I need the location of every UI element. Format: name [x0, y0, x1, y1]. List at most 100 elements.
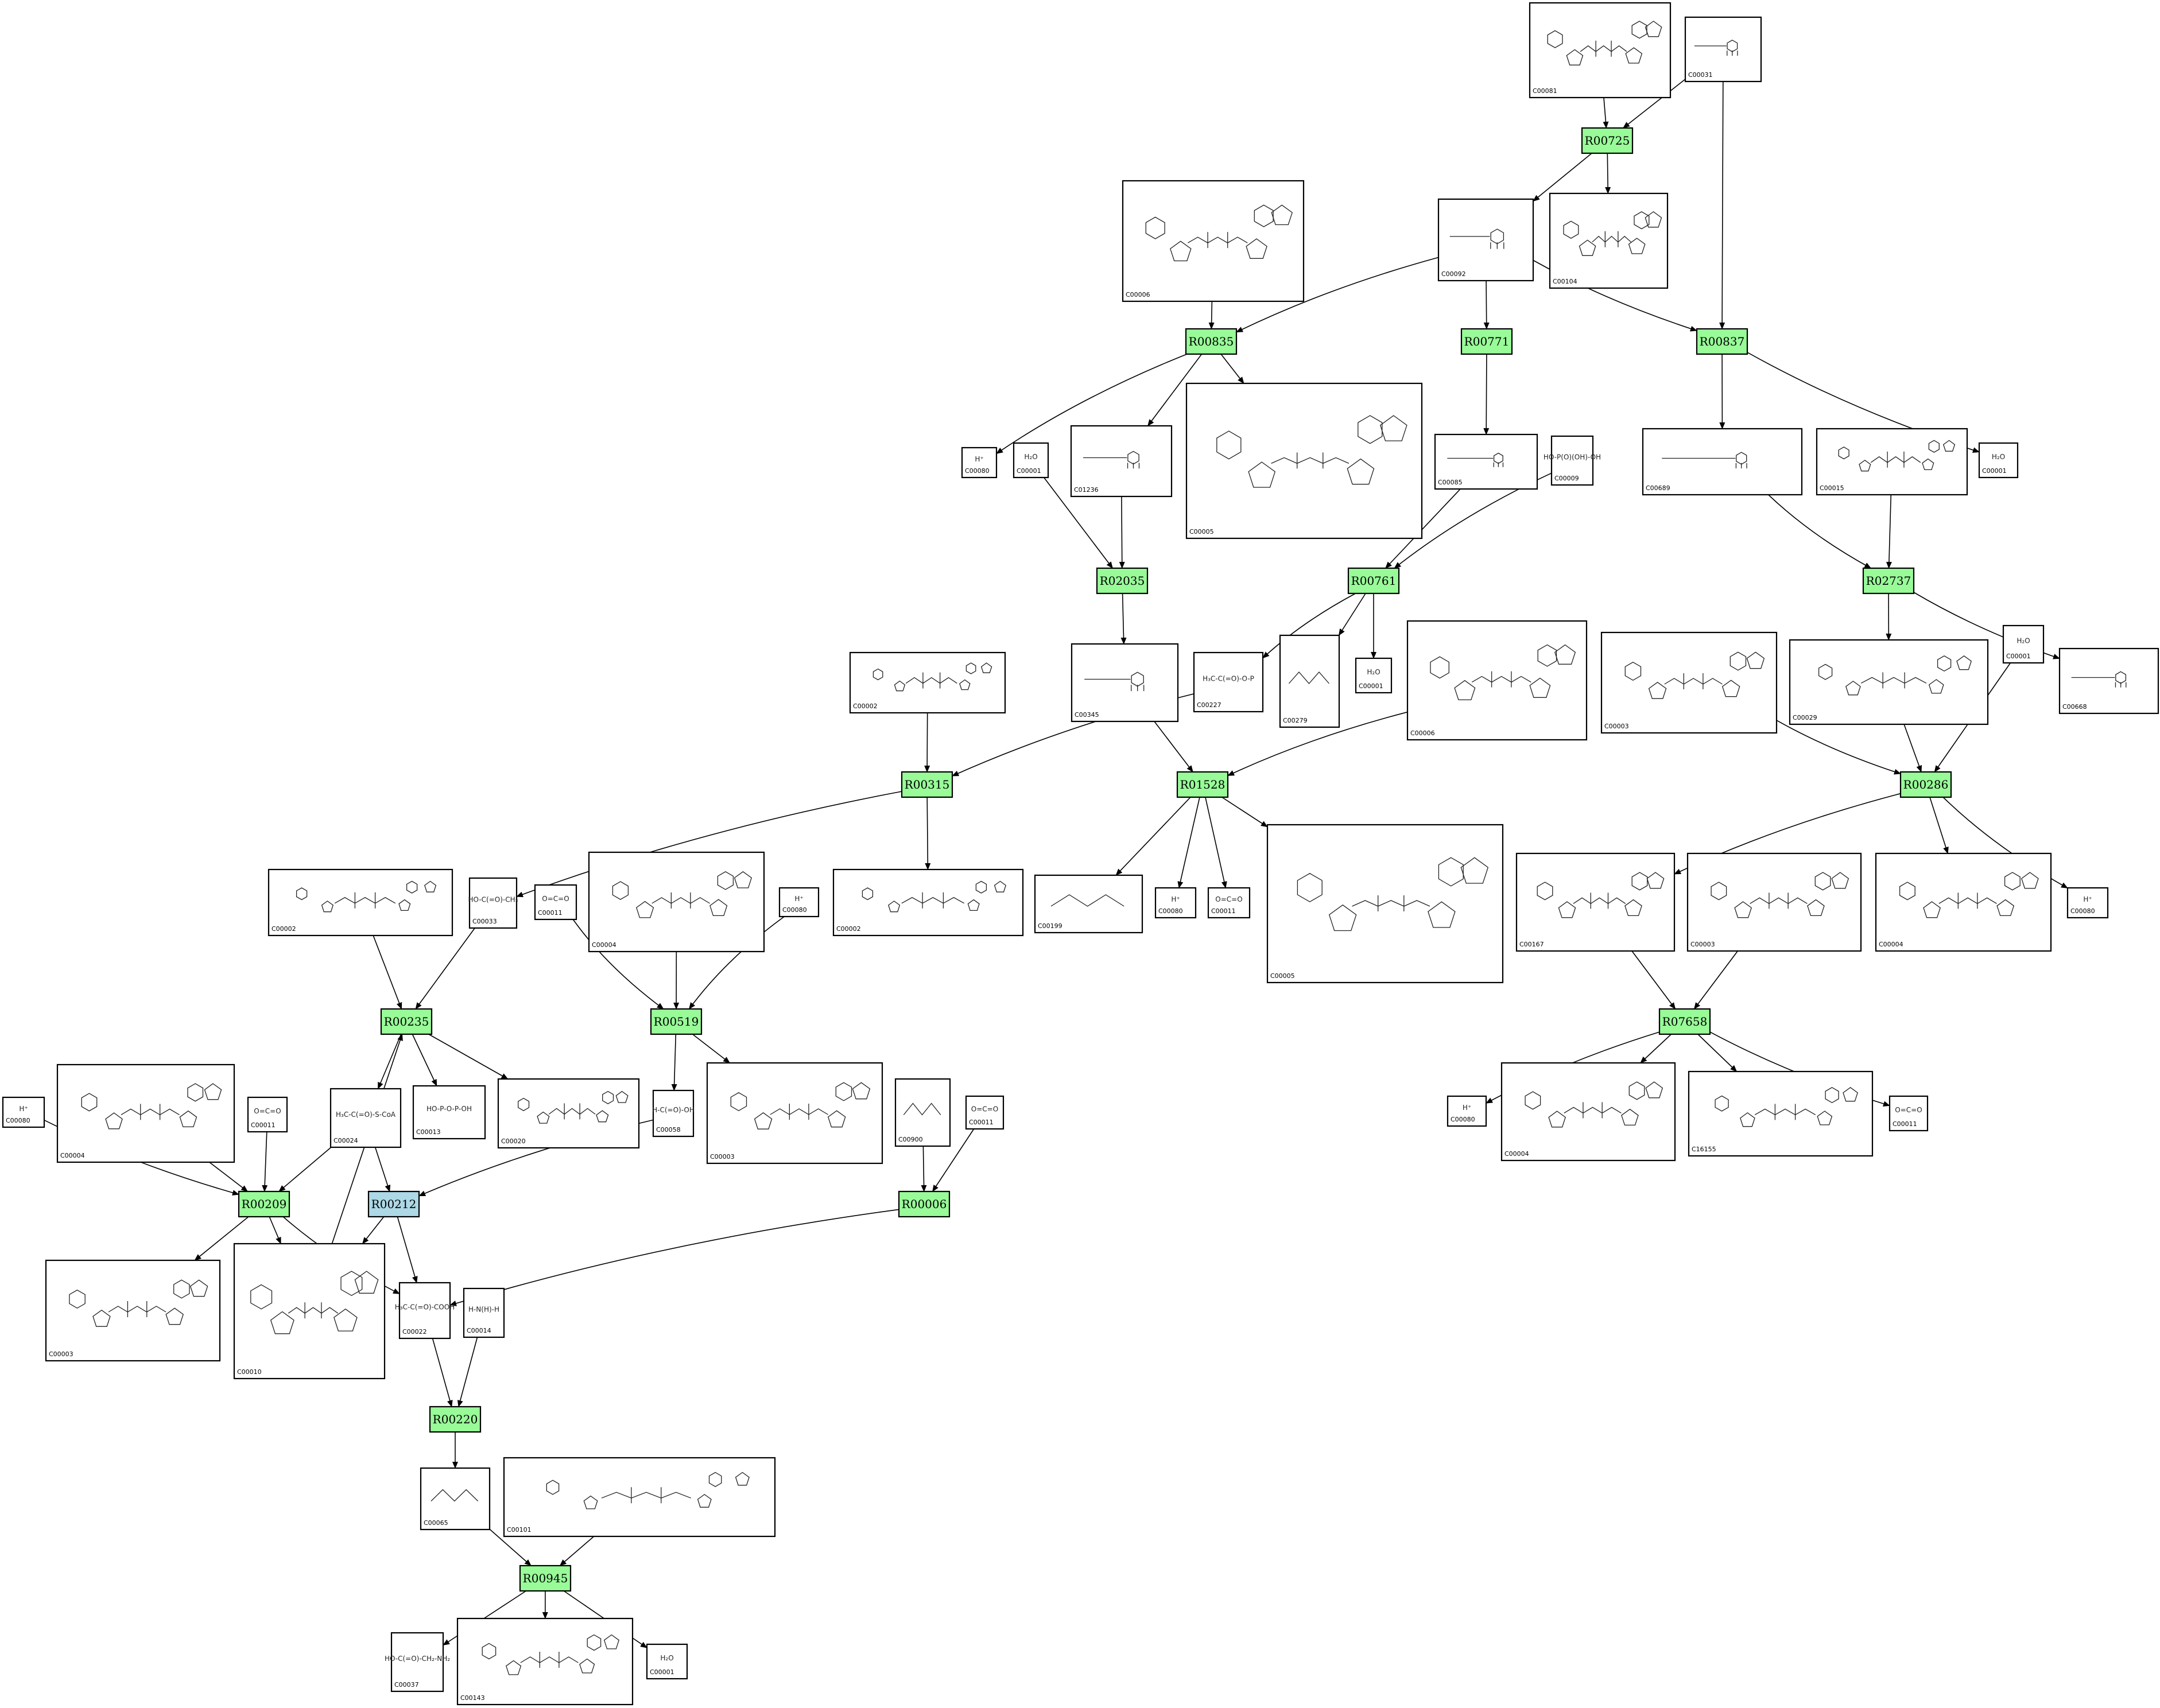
compound-C00029[interactable]: C00029	[1789, 639, 1989, 725]
reaction-R00220[interactable]: R00220	[429, 1406, 482, 1433]
reaction-R02035[interactable]: R02035	[1096, 567, 1149, 595]
compound-box	[1034, 874, 1143, 934]
compound-C00101[interactable]: C00101	[503, 1457, 776, 1538]
structure-formula: H₃C-C(=O)-S-CoA	[336, 1111, 396, 1119]
compound-C00092[interactable]: C00092	[1437, 198, 1534, 282]
edge-C00080b-to-R00519	[688, 916, 785, 1010]
compound-C00005[interactable]: C00005	[1266, 824, 1504, 984]
edge-R00212-to-C00022	[397, 1216, 418, 1283]
reaction-R00286[interactable]: R00286	[1899, 771, 1952, 798]
structure-drawing	[1288, 671, 1329, 684]
structure-formula: H⁺	[1463, 1104, 1471, 1112]
compound-C00003[interactable]: C00003	[706, 1062, 883, 1164]
compound-box	[894, 1078, 951, 1147]
compound-C00004[interactable]: C00004	[1500, 1062, 1676, 1162]
compound-C00345[interactable]: C00345	[1071, 643, 1179, 723]
compound-C00003[interactable]: C00003	[1686, 852, 1862, 952]
compound-C00085[interactable]: C00085	[1434, 433, 1538, 490]
compound-C00080[interactable]: H⁺C00080	[1154, 887, 1197, 919]
reaction-R00945[interactable]: R00945	[519, 1565, 572, 1592]
compound-C00002[interactable]: C00002	[267, 868, 453, 937]
compound-C01236[interactable]: C01236	[1070, 425, 1173, 498]
reaction-R07658[interactable]: R07658	[1658, 1008, 1711, 1035]
compound-C00031[interactable]: C00031	[1684, 16, 1762, 83]
compound-C00006[interactable]: C00006	[1406, 620, 1588, 741]
compound-C00080[interactable]: H⁺C00080	[778, 887, 820, 918]
reaction-box	[380, 1008, 433, 1035]
edge-R00519-to-C00003d	[692, 1034, 730, 1063]
compound-id-label: C00013	[416, 1128, 441, 1136]
reaction-R00835[interactable]: R00835	[1185, 328, 1238, 355]
edge-R00235-to-C00013	[412, 1034, 437, 1086]
compound-C00020[interactable]: C00020	[497, 1078, 640, 1149]
compound-C00004[interactable]: C00004	[56, 1063, 235, 1163]
structure-drawing	[1711, 872, 1849, 918]
compound-C00689[interactable]: C00689	[1642, 428, 1803, 496]
reaction-R00209[interactable]: R00209	[238, 1190, 290, 1218]
reaction-R01528[interactable]: R01528	[1176, 771, 1229, 798]
compound-C00003[interactable]: C00003	[45, 1259, 221, 1362]
compound-C00002[interactable]: C00002	[832, 868, 1024, 937]
compound-C00668[interactable]: C00668	[2058, 647, 2159, 715]
compound-C00080[interactable]: H⁺C00080	[2066, 887, 2109, 919]
compound-C00002[interactable]: C00002	[849, 651, 1006, 714]
compound-C00081[interactable]: C00081	[1529, 2, 1672, 99]
compound-C00015[interactable]: C00015	[1816, 428, 1968, 496]
structure-drawing	[1537, 872, 1665, 918]
reaction-R00837[interactable]: R00837	[1696, 328, 1748, 355]
reaction-R02737[interactable]: R02737	[1862, 567, 1915, 595]
compound-C00104[interactable]: C00104	[1549, 192, 1669, 289]
compound-box	[1071, 643, 1179, 723]
reaction-R00235[interactable]: R00235	[380, 1008, 433, 1035]
compound-C00010[interactable]: C00010	[233, 1243, 386, 1380]
reaction-R00519[interactable]: R00519	[650, 1008, 703, 1035]
reaction-R00212[interactable]: R00212	[367, 1190, 420, 1218]
compound-box	[1434, 433, 1538, 490]
compound-C00006[interactable]: C00006	[1122, 180, 1305, 302]
compound-C16155[interactable]: C16155	[1688, 1070, 1874, 1157]
compound-C00199[interactable]: C00199	[1034, 874, 1143, 934]
compound-C00065[interactable]: C00065	[420, 1467, 491, 1531]
compound-C00080[interactable]: H⁺C00080	[1447, 1095, 1487, 1127]
reaction-R00006[interactable]: R00006	[898, 1190, 951, 1218]
compound-C00143[interactable]: C00143	[456, 1617, 634, 1706]
compound-box	[646, 1643, 688, 1680]
compound-C00279[interactable]: C00279	[1279, 634, 1340, 728]
compound-C00167[interactable]: C00167	[1515, 852, 1676, 952]
compound-C00003[interactable]: C00003	[1600, 631, 1778, 734]
compound-C00900[interactable]: C00900	[894, 1078, 951, 1147]
reaction-R00771[interactable]: R00771	[1460, 328, 1513, 355]
compound-C00080[interactable]: H⁺C00080	[961, 447, 998, 479]
structure-formula: H₂O	[1992, 453, 2005, 461]
reaction-R00725[interactable]: R00725	[1581, 127, 1634, 154]
compound-C00080[interactable]: H⁺C00080	[2, 1096, 45, 1128]
compound-id-label: C00065	[424, 1519, 448, 1527]
reaction-R00761[interactable]: R00761	[1347, 567, 1400, 595]
compound-C00004[interactable]: C00004	[588, 851, 765, 953]
reaction-R00315[interactable]: R00315	[901, 771, 953, 798]
compound-box	[463, 1287, 505, 1338]
reaction-box	[429, 1406, 482, 1433]
compound-C00005[interactable]: C00005	[1185, 382, 1423, 539]
compound-C00004[interactable]: C00004	[1875, 852, 2052, 952]
